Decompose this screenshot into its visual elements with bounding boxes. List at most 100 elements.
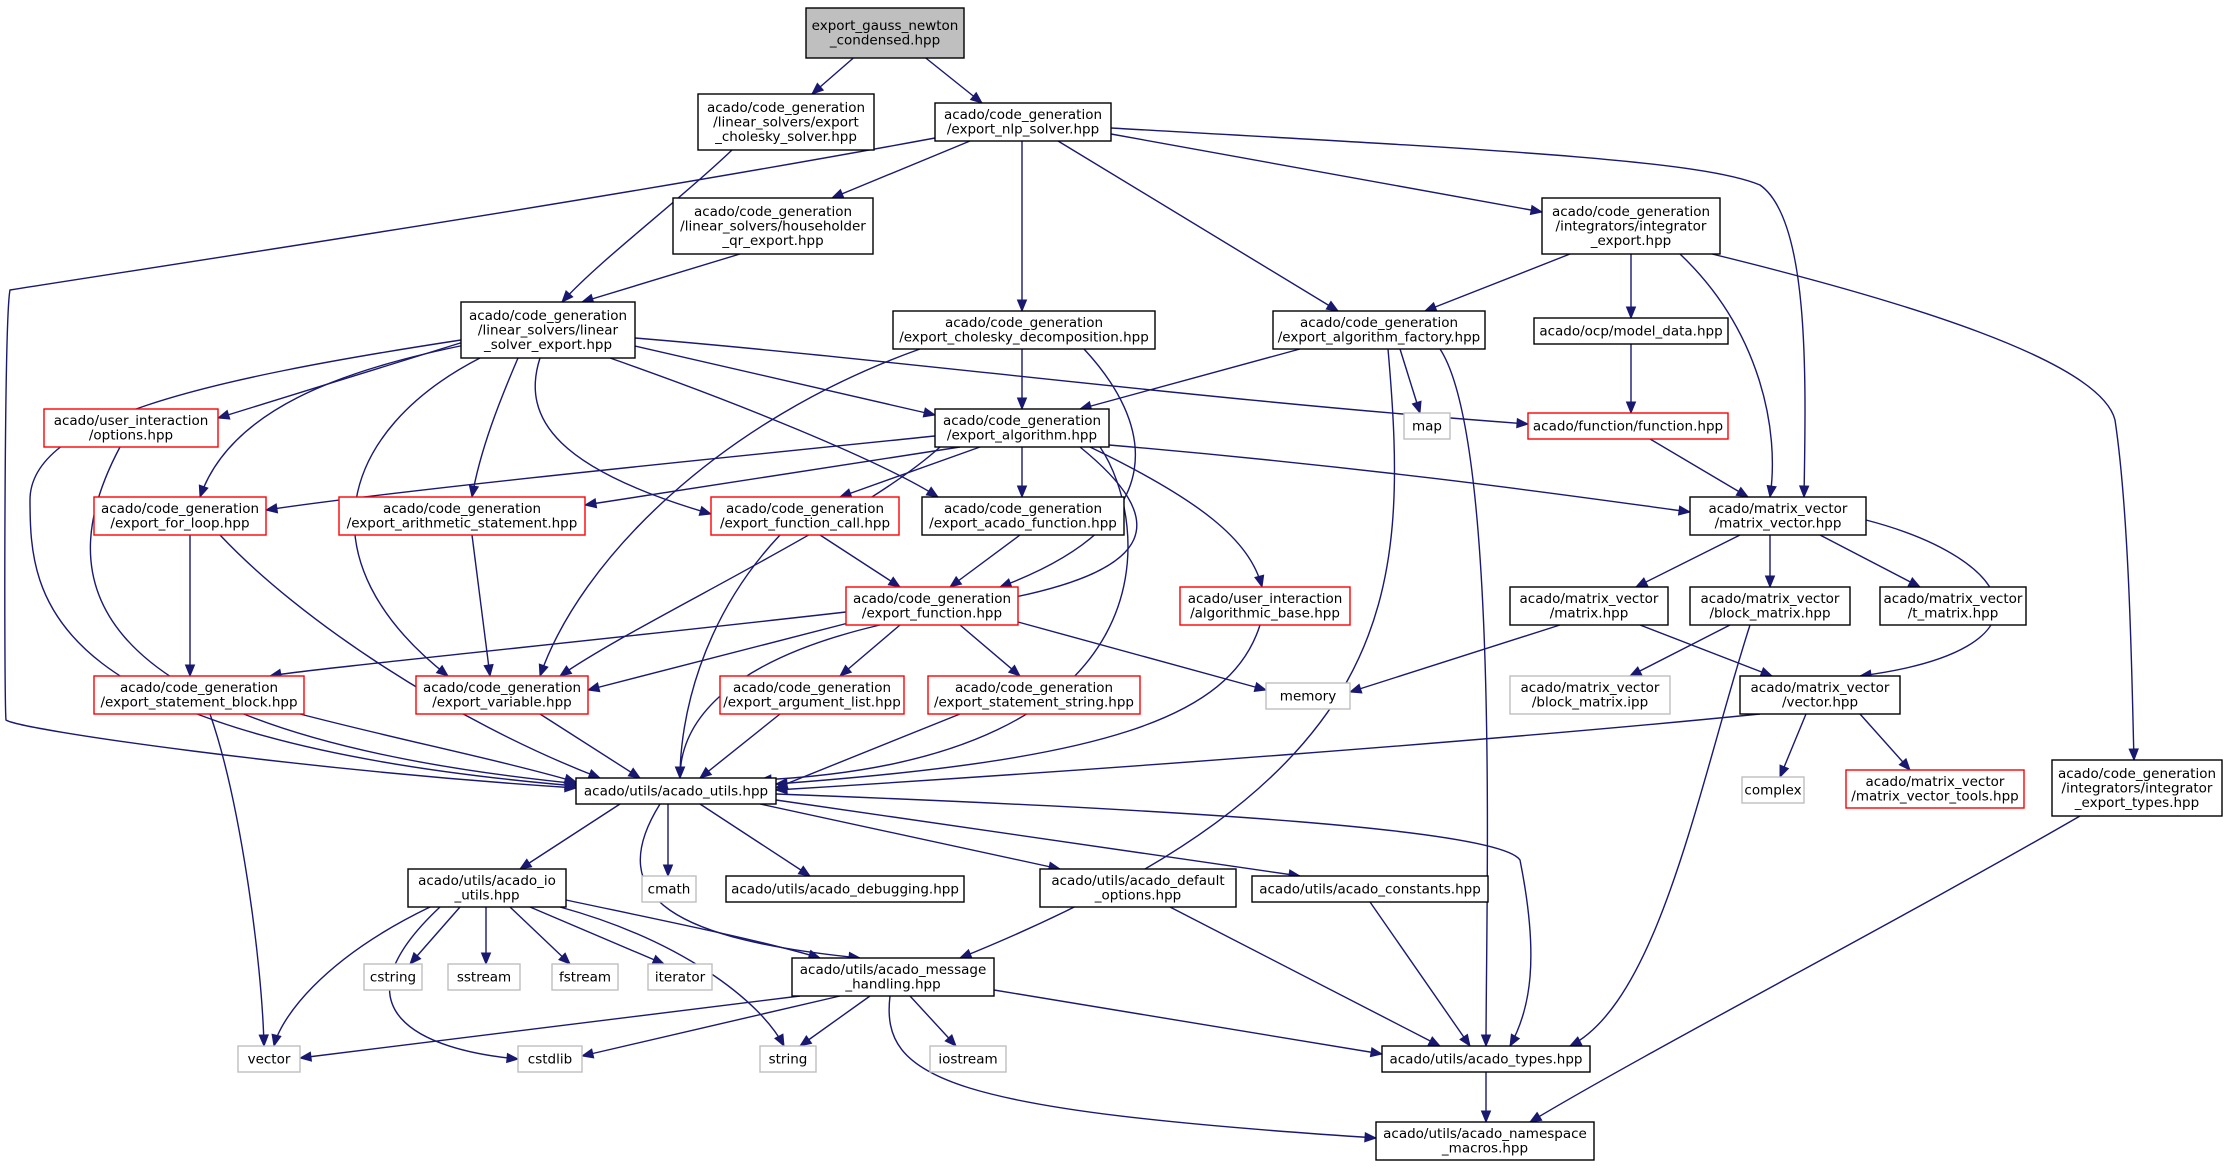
node-iostream[interactable]: iostream (929, 1045, 1007, 1073)
node-stmt-block[interactable]: acado/code_generation/export_statement_b… (93, 675, 305, 715)
node-label-line: _qr_export.hpp (721, 233, 823, 249)
node-nlp-solver[interactable]: acado/code_generation/export_nlp_solver.… (934, 102, 1112, 142)
edge-export_algorithm-to-acado_function (1016, 447, 1028, 499)
node-debugging[interactable]: acado/utils/acado_debugging.hpp (725, 875, 965, 903)
node-label-line: /export_function.hpp (862, 606, 1002, 622)
edge-acado_types-to-namespace_macros (1480, 1072, 1492, 1124)
node-root[interactable]: export_gauss_newton_condensed.hpp (805, 7, 965, 59)
node-label-line: /export_argument_list.hpp (723, 695, 901, 711)
node-cholesky-solver[interactable]: acado/code_generation/linear_solvers/exp… (697, 93, 875, 151)
node-chol-decomp[interactable]: acado/code_generation/export_cholesky_de… (892, 310, 1156, 350)
node-vector-std[interactable]: vector (237, 1045, 301, 1073)
node-options[interactable]: acado/user_interaction/options.hpp (43, 408, 219, 448)
node-mv-tools[interactable]: acado/matrix_vector/matrix_vector_tools.… (1845, 769, 2025, 809)
node-acado-types[interactable]: acado/utils/acado_types.hpp (1381, 1045, 1591, 1073)
edge-cholesky_solver-to-linear_solver (561, 149, 733, 303)
edge-linear_solver-to-func_call (534, 357, 713, 516)
node-label-line: complex (1744, 782, 1801, 798)
node-fstream[interactable]: fstream (551, 963, 619, 991)
node-algorithmic-base[interactable]: acado/user_interaction/algorithmic_base.… (1179, 586, 1351, 626)
edge-acado_utils-to-default_options (759, 803, 1062, 872)
node-cstdlib[interactable]: cstdlib (517, 1045, 583, 1073)
edge-for_loop-to-acado_utils (219, 534, 602, 779)
node-sstream[interactable]: sstream (447, 963, 521, 991)
edge-io_utils-to-cstring (409, 906, 461, 965)
node-cmath[interactable]: cmath (641, 875, 697, 903)
node-for-loop[interactable]: acado/code_generation/export_for_loop.hp… (93, 496, 267, 536)
node-label-line: acado/utils/acado_message (800, 962, 987, 978)
node-label-line: acado/code_generation (733, 680, 891, 696)
edge-acado_utils-to-debugging (699, 803, 812, 877)
node-message-handling[interactable]: acado/utils/acado_message_handling.hpp (791, 957, 995, 997)
node-label-line: /linear_solvers/linear (478, 322, 619, 338)
edge-matrix_vector-to-block_matrix (1764, 535, 1776, 589)
node-label-line: _utils.hpp (453, 888, 519, 904)
node-linear-solver[interactable]: acado/code_generation/linear_solvers/lin… (460, 301, 636, 359)
node-integrator-export[interactable]: acado/code_generation/integrators/integr… (1541, 197, 1721, 255)
node-export-function[interactable]: acado/code_generation/export_function.hp… (845, 586, 1019, 626)
node-map[interactable]: map (1403, 412, 1451, 440)
node-integrator-types[interactable]: acado/code_generation/integrators/integr… (2051, 759, 2223, 817)
node-acado-function[interactable]: acado/code_generation/export_acado_funct… (921, 496, 1125, 536)
edge-stmt_block-to-acado_utils (299, 713, 578, 784)
edge-message_handling-to-namespace_macros (888, 995, 1378, 1143)
node-label-line: acado/matrix_vector (1701, 591, 1840, 607)
edge-nlp_solver-to-matrix_vector (1110, 127, 1810, 499)
node-label-line: acado/code_generation (726, 501, 884, 517)
node-householder[interactable]: acado/code_generation/linear_solvers/hou… (672, 197, 874, 255)
edge-export_function-to-stmt_string (959, 624, 1022, 677)
edge-algo_factory-to-acado_types (1439, 348, 1492, 1048)
node-io-utils[interactable]: acado/utils/acado_io_utils.hpp (407, 868, 567, 908)
edge-matrix_vector-to-matrix (1634, 534, 1741, 588)
node-iterator[interactable]: iterator (647, 963, 713, 991)
node-label-line: _cholesky_solver.hpp (714, 129, 857, 145)
node-vector-hpp[interactable]: acado/matrix_vector/vector.hpp (1739, 675, 1901, 715)
edge-io_utils-to-sstream (480, 907, 492, 966)
node-label-line: /export_algorithm_factory.hpp (1278, 330, 1481, 346)
node-block-matrix[interactable]: acado/matrix_vector/block_matrix.hpp (1689, 586, 1851, 626)
node-label-line: /export_nlp_solver.hpp (947, 122, 1099, 138)
node-export-algorithm[interactable]: acado/code_generation/export_algorithm.h… (934, 408, 1110, 448)
edge-export_algorithm-to-for_loop (264, 435, 936, 514)
node-stmt-string[interactable]: acado/code_generation/export_statement_s… (927, 675, 1141, 715)
node-label-line: acado/code_generation (945, 315, 1103, 331)
node-label-line: acado/utils/acado_types.hpp (1389, 1051, 1582, 1067)
edge-integrator_types-to-namespace_macros (1528, 815, 2081, 1123)
node-label-line: vector (248, 1051, 291, 1067)
node-label-line: cmath (648, 881, 691, 897)
node-t-matrix[interactable]: acado/matrix_vector/t_matrix.hpp (1879, 586, 2027, 626)
node-arith-stmt[interactable]: acado/code_generation/export_arithmetic_… (338, 496, 586, 536)
node-namespace-macros[interactable]: acado/utils/acado_namespace_macros.hpp (1375, 1121, 1595, 1161)
node-default-options[interactable]: acado/utils/acado_default_options.hpp (1039, 868, 1237, 908)
node-block-matrix-ipp[interactable]: acado/matrix_vector/block_matrix.ipp (1509, 675, 1671, 715)
node-memory[interactable]: memory (1265, 682, 1351, 710)
node-label-line: /export_acado_function.hpp (929, 516, 1117, 532)
edge-matrix-to-vector_hpp (1639, 624, 1774, 677)
node-label-line: /export_algorithm.hpp (947, 428, 1097, 444)
node-arg-list[interactable]: acado/code_generation/export_argument_li… (719, 675, 905, 715)
edge-nlp_solver-to-integrator_export (1110, 133, 1544, 216)
node-algo-factory[interactable]: acado/code_generation/export_algorithm_f… (1272, 310, 1486, 350)
node-label-line: iostream (938, 1051, 997, 1067)
node-export-variable[interactable]: acado/code_generation/export_variable.hp… (415, 675, 589, 715)
node-cstring[interactable]: cstring (363, 963, 423, 991)
node-model-data[interactable]: acado/ocp/model_data.hpp (1533, 317, 1729, 345)
node-acado-utils[interactable]: acado/utils/acado_utils.hpp (575, 777, 777, 805)
node-label-line: memory (1280, 688, 1336, 704)
node-string[interactable]: string (759, 1045, 817, 1073)
edge-message_handling-to-acado_types (993, 989, 1384, 1058)
node-function[interactable]: acado/function/function.hpp (1527, 412, 1729, 440)
node-matrix-vector[interactable]: acado/matrix_vector/matrix_vector.hpp (1689, 496, 1867, 536)
node-constants[interactable]: acado/utils/acado_constants.hpp (1251, 875, 1489, 903)
node-label-line: string (769, 1051, 808, 1067)
node-complex[interactable]: complex (1741, 776, 1805, 804)
node-func-call[interactable]: acado/code_generation/export_function_ca… (710, 496, 900, 536)
node-label-line: _handling.hpp (844, 977, 940, 993)
edge-vector_hpp-to-mv_tools (1859, 713, 1911, 771)
edge-linear_solver-to-arith_stmt (468, 357, 519, 499)
node-matrix[interactable]: acado/matrix_vector/matrix.hpp (1509, 586, 1669, 626)
edge-export_algorithm-to-export_variable (558, 446, 941, 677)
header-nodes: export_gauss_newton_condensed.hpp acado/c… (43, 7, 2223, 1161)
node-label-line: acado/code_generation (383, 501, 541, 517)
node-label-line: acado/utils/acado_namespace (1383, 1126, 1587, 1142)
